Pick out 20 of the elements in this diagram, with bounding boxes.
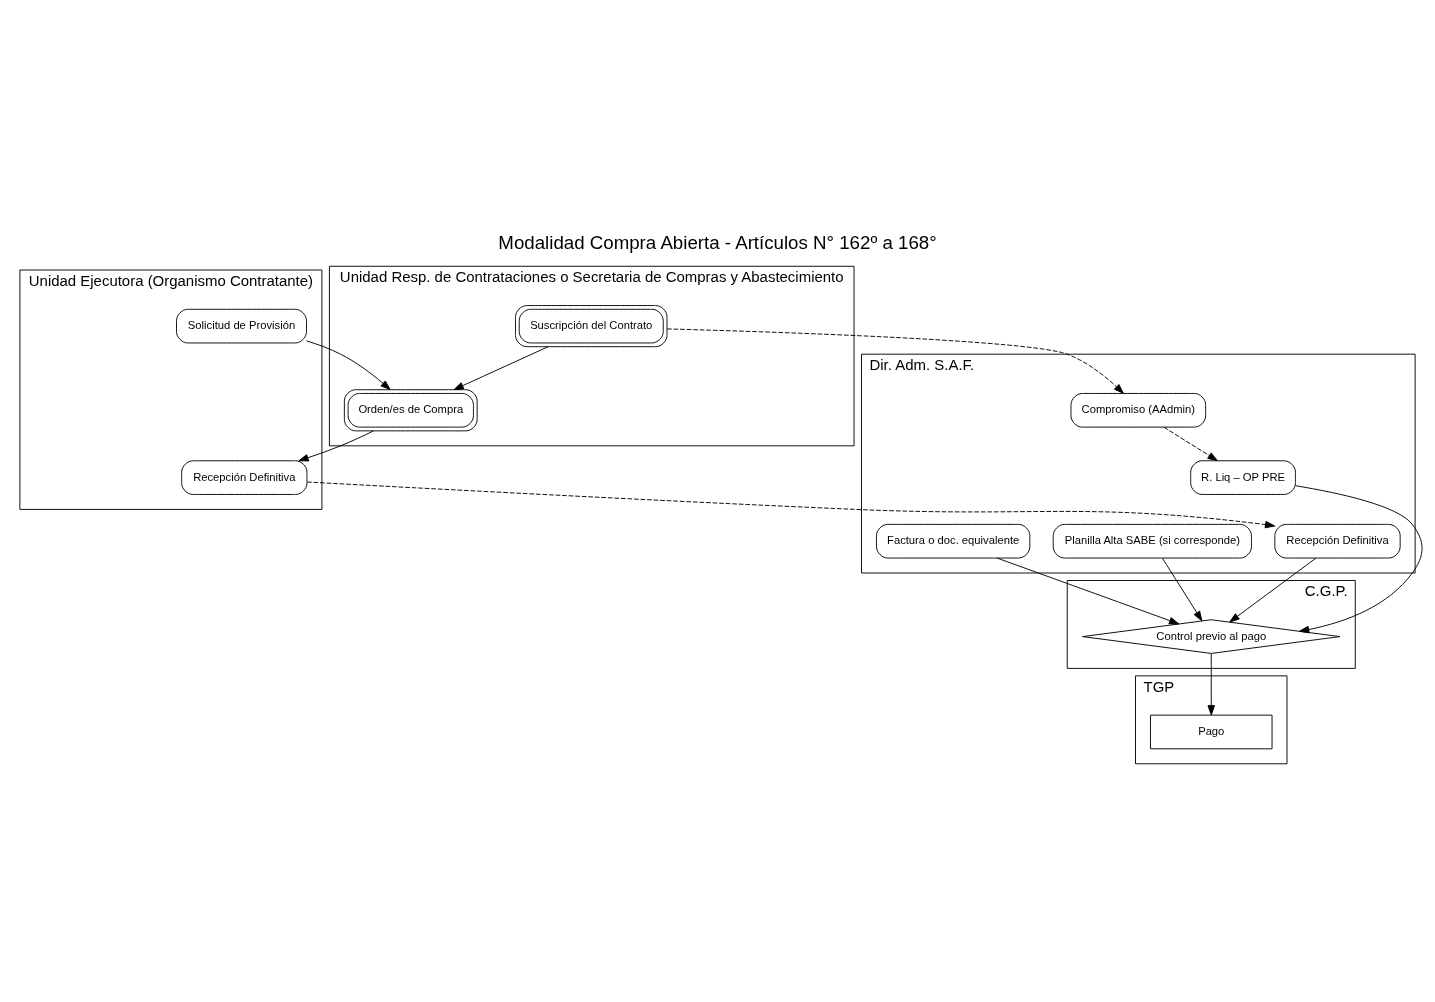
- node-box: Compromiso (AAdmin): [1070, 393, 1207, 428]
- node-box: Planilla Alta SABE (si corresponde): [1052, 523, 1252, 559]
- node-box: R. Liq – OP PRE: [1190, 460, 1296, 495]
- arrow: [1229, 557, 1317, 623]
- node-box: Pago: [1150, 714, 1273, 750]
- diagram-title: Modalidad Compra Abierta - Artículos N° 162º a 168°: [498, 232, 937, 254]
- arrow: [1207, 653, 1215, 716]
- arrow: [1162, 557, 1203, 622]
- arrow: [298, 430, 374, 462]
- arrow: [306, 340, 391, 390]
- node-box: Recepción Definitiva: [1274, 523, 1401, 559]
- node-box: Orden/es de Compra: [343, 389, 478, 432]
- node-box: Recepción Definitiva: [181, 460, 308, 495]
- arrow: [1163, 426, 1218, 462]
- arrow: [1295, 485, 1423, 634]
- node-box: Factura o doc. equivalente: [876, 523, 1031, 559]
- arrow: [306, 481, 1276, 529]
- arrow: [453, 346, 549, 391]
- arrow: [666, 328, 1124, 394]
- node-box: Solicitud de Provisión: [176, 308, 307, 344]
